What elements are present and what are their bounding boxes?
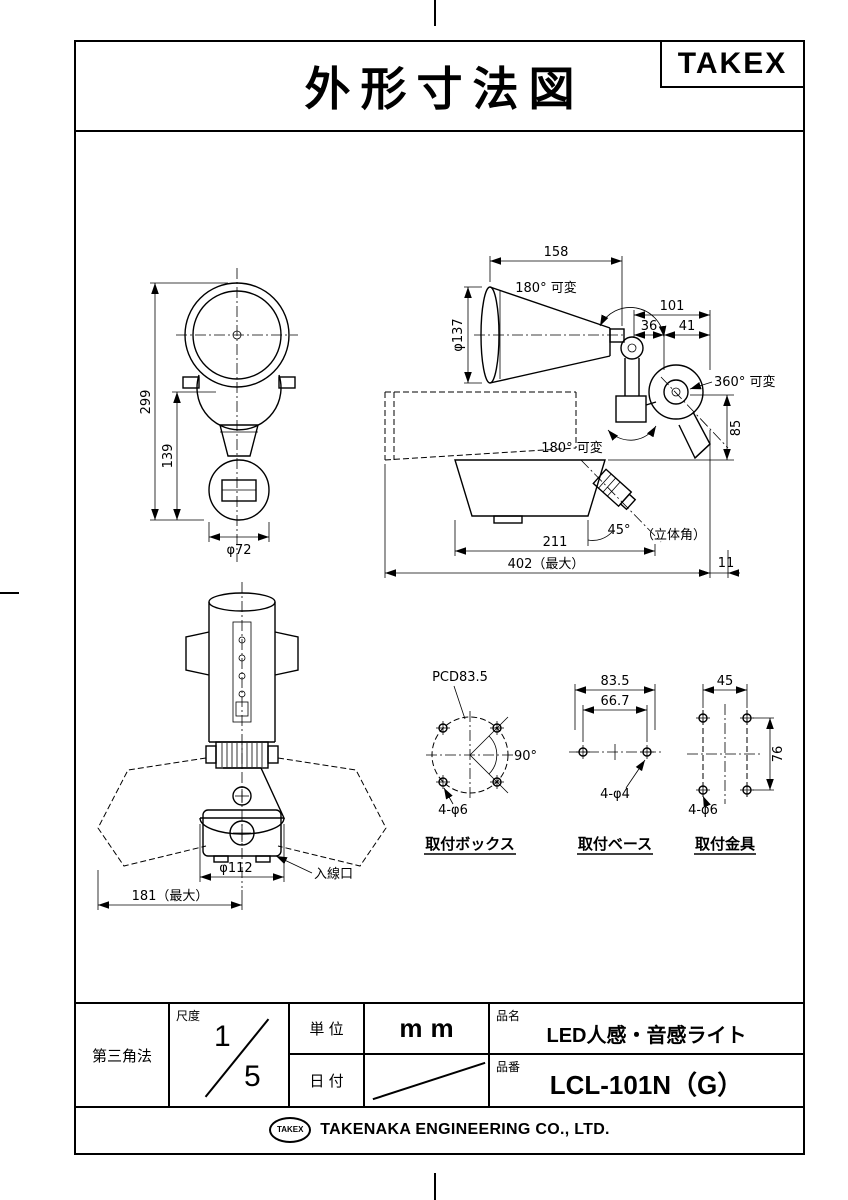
scale-numerator: 1 bbox=[214, 1020, 231, 1053]
projection-method-cell: 第三角法 bbox=[76, 1004, 170, 1106]
mount-bracket-title: 取付金具 bbox=[695, 835, 755, 853]
mount-base-hole-spacing: 66.7 bbox=[601, 694, 630, 709]
scale-label: 尺度 bbox=[176, 1009, 201, 1023]
mount-box-title: 取付ボックス bbox=[425, 835, 515, 853]
mount-base-view: 83.5 66.7 4-φ4 取付ベース bbox=[569, 674, 661, 855]
date-value-cell bbox=[365, 1055, 490, 1106]
product-number-value: LCL-101N（G） bbox=[549, 1070, 744, 1100]
scale-denominator: 5 bbox=[244, 1060, 261, 1093]
mount-base-outer-width: 83.5 bbox=[601, 674, 630, 689]
mount-box-pcd-label: PCD83.5 bbox=[432, 670, 488, 685]
side-label-rotate-head: 180° 可変 bbox=[515, 280, 576, 296]
unit-label-cell: 単 位 bbox=[290, 1004, 365, 1055]
mount-bracket-holes-label: 4-φ6 bbox=[688, 803, 718, 818]
mount-bracket-view: 45 76 4-φ6 取付金具 bbox=[687, 674, 786, 855]
footer: TAKEX TAKENAKA ENGINEERING CO., LTD. bbox=[76, 1106, 803, 1153]
date-blank-slash bbox=[372, 1061, 486, 1101]
brand-logo: TAKEX bbox=[677, 47, 788, 80]
side-dim-101: 101 bbox=[660, 299, 685, 314]
brand-logo-box: TAKEX bbox=[660, 42, 803, 88]
unit-value-cell: mm bbox=[365, 1004, 490, 1055]
side-dim-11: 11 bbox=[718, 556, 735, 571]
front-dim-lower-height: 139 bbox=[161, 444, 176, 469]
side-dim-211: 211 bbox=[543, 535, 568, 550]
side-label-rotate-360: 360° 可変 bbox=[714, 374, 775, 390]
projection-method: 第三角法 bbox=[91, 1047, 152, 1065]
front-dim-total-height: 299 bbox=[139, 390, 154, 415]
unit-label: 単 位 bbox=[309, 1021, 344, 1038]
scale-cell: 尺度 1 5 bbox=[170, 1004, 290, 1106]
side-label-solid-angle: （立体角） bbox=[641, 528, 706, 543]
date-label-cell: 日 付 bbox=[290, 1055, 365, 1106]
footer-logo-text: TAKEX bbox=[276, 1125, 304, 1134]
side-dim-36: 36 bbox=[641, 319, 658, 334]
side-view: 158 φ137 180° 可変 101 bbox=[384, 245, 775, 578]
product-number-label: 品番 bbox=[496, 1060, 521, 1074]
top-dim-base-dia: φ112 bbox=[219, 861, 252, 876]
drawing-area: 299 139 φ72 bbox=[76, 130, 803, 1002]
company-name: TAKENAKA ENGINEERING CO., LTD. bbox=[320, 1120, 610, 1138]
document-title: 外形寸法図 bbox=[304, 63, 585, 115]
top-view: φ112 入線口 181（最大） bbox=[97, 582, 387, 910]
product-name-cell: 品名 LED人感・音感ライト bbox=[490, 1004, 803, 1055]
title-block: 第三角法 尺度 1 5 単 位 mm 日 付 品名 LED人感・音感 bbox=[76, 1002, 803, 1108]
mount-base-holes-label: 4-φ4 bbox=[600, 787, 630, 802]
front-view: 299 139 φ72 bbox=[139, 268, 298, 562]
mount-bracket-height: 76 bbox=[771, 746, 786, 763]
top-dim-max-181: 181（最大） bbox=[132, 889, 209, 904]
side-label-rotate-arm: 180° 可変 bbox=[541, 440, 602, 456]
title-bar: 外形寸法図 TAKEX bbox=[76, 42, 803, 132]
side-dim-41: 41 bbox=[679, 319, 696, 334]
mount-base-title: 取付ベース bbox=[578, 835, 652, 853]
footer-logo: TAKEX bbox=[269, 1116, 312, 1143]
side-dim-max-402: 402（最大） bbox=[508, 557, 585, 572]
top-label-wire-entry: 入線口 bbox=[314, 866, 353, 882]
mount-box-holes-label: 4-φ6 bbox=[438, 803, 468, 818]
mount-box-angle-label: 90° bbox=[514, 749, 537, 764]
registration-mark-left bbox=[0, 592, 19, 594]
dimension-drawing: 299 139 φ72 bbox=[97, 245, 786, 910]
front-dim-sensor-dia: φ72 bbox=[226, 543, 251, 558]
product-number-cell: 品番 LCL-101N（G） bbox=[490, 1055, 803, 1106]
side-dim-85: 85 bbox=[729, 420, 744, 437]
unit-value: mm bbox=[399, 1013, 462, 1043]
side-dim-head-dia: φ137 bbox=[451, 318, 466, 351]
sheet-frame: 外形寸法図 TAKEX bbox=[74, 40, 805, 1155]
product-name-value: LED人感・音感ライト bbox=[546, 1025, 747, 1047]
product-name-label: 品名 bbox=[496, 1009, 521, 1023]
date-label: 日 付 bbox=[309, 1073, 344, 1090]
side-dim-head-length: 158 bbox=[544, 245, 569, 260]
registration-mark-top bbox=[434, 0, 436, 26]
registration-mark-bottom bbox=[434, 1173, 436, 1200]
mount-box-view: PCD83.5 90° 4-φ6 取付ボックス bbox=[424, 670, 537, 855]
mount-bracket-width: 45 bbox=[717, 674, 734, 689]
side-label-45: 45° bbox=[607, 523, 630, 538]
